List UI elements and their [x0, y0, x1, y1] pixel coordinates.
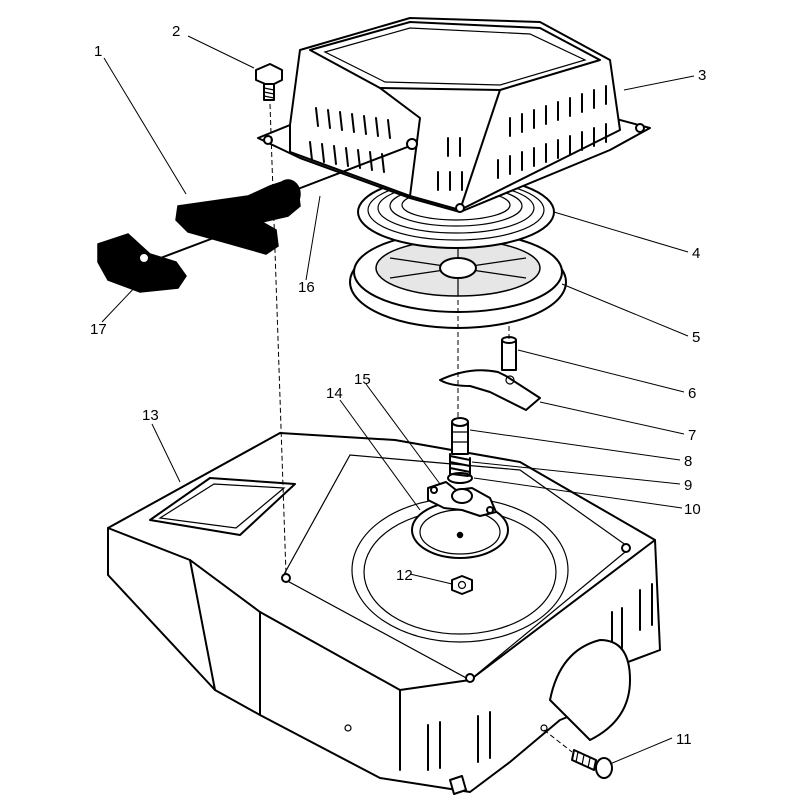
starter-rope-part-16 — [289, 138, 418, 193]
callout-12: 12 — [396, 567, 413, 584]
screw-part-11 — [571, 749, 613, 779]
callout-14: 14 — [326, 385, 343, 402]
assembly-centerlines — [269, 103, 573, 753]
handle-part-17 — [97, 227, 241, 293]
pulley-part-5 — [349, 231, 567, 329]
engine-shroud-part-13 — [107, 432, 661, 795]
housing-vents-left — [309, 107, 391, 173]
callout-9: 9 — [684, 477, 692, 494]
spring-part-9 — [449, 453, 471, 477]
callout-3: 3 — [698, 67, 706, 84]
callout-11: 11 — [676, 731, 692, 748]
callout-16: 16 — [298, 279, 315, 296]
callout-13: 13 — [142, 407, 159, 424]
callout-17: 17 — [90, 321, 107, 338]
callout-8: 8 — [684, 453, 692, 470]
callout-6: 6 — [688, 385, 696, 402]
housing-vents-right — [497, 85, 607, 179]
spacer-part-8 — [451, 417, 469, 455]
callout-5: 5 — [692, 329, 700, 346]
nut-part-12 — [451, 575, 473, 595]
callout-7: 7 — [688, 427, 696, 444]
bolt-part-2 — [255, 63, 283, 101]
callout-10: 10 — [684, 501, 701, 518]
retainer-part-15 — [427, 481, 497, 517]
starter-housing-part-3 — [257, 17, 651, 213]
callout-15: 15 — [354, 371, 371, 388]
callout-4: 4 — [692, 245, 700, 262]
pin-part-6 — [501, 336, 517, 371]
callout-2: 2 — [172, 23, 180, 40]
rope-guide-part-1 — [175, 179, 301, 255]
callout-1: 1 — [94, 43, 102, 60]
leader-lines — [101, 35, 695, 765]
callout-labels: 1 2 3 4 5 6 7 8 9 10 11 12 13 14 15 16 1… — [90, 23, 706, 748]
pawl-part-7 — [439, 369, 541, 411]
